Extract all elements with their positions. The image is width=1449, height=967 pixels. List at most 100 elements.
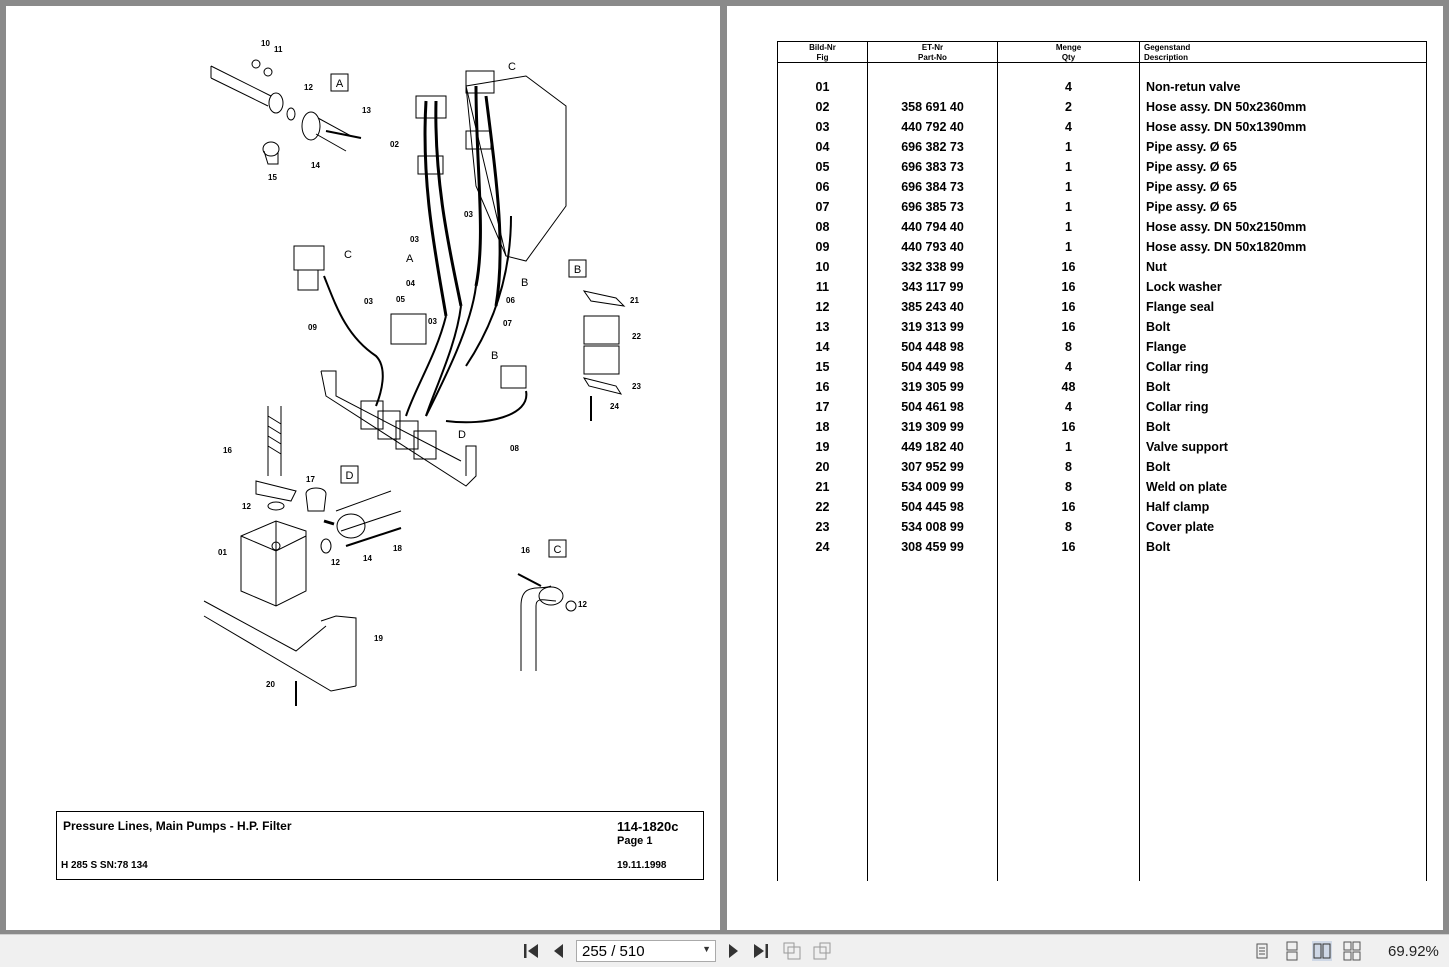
fig-cell: 17 — [815, 400, 830, 414]
description-cell: Half clamp — [1146, 500, 1210, 514]
fig-cell: 12 — [815, 300, 830, 314]
label-02: 02 — [390, 140, 399, 149]
callout-c-ref: C — [344, 249, 352, 261]
description-cell: Valve support — [1146, 440, 1228, 454]
drawing-page-label: Page 1 — [617, 835, 653, 847]
fig-cell: 24 — [815, 540, 830, 554]
qty-cell: 16 — [1061, 540, 1076, 554]
label-03: 03 — [428, 317, 437, 326]
description-cell: Hose assy. DN 50x2360mm — [1146, 100, 1307, 114]
part-no-cell: 696 382 73 — [901, 140, 964, 154]
fig-cell: 15 — [815, 360, 830, 374]
part-no-cell: 696 385 73 — [901, 200, 964, 214]
fig-cell: 18 — [815, 420, 830, 434]
part-no-cell: 343 117 99 — [901, 280, 964, 294]
qty-cell: 1 — [1065, 180, 1072, 194]
part-no-cell: 307 952 99 — [901, 460, 964, 474]
fig-cell: 14 — [815, 340, 830, 354]
table-row: 17 504 461 98 4 Collar ring — [778, 400, 1426, 420]
label-12: 12 — [304, 83, 313, 92]
description-cell: Cover plate — [1146, 520, 1215, 534]
label-16: 16 — [223, 446, 232, 455]
description-cell: Lock washer — [1146, 280, 1222, 294]
callout-b: B — [574, 264, 581, 276]
fig-cell: 13 — [815, 320, 830, 334]
single-page-view-icon[interactable] — [1252, 941, 1272, 961]
part-no-cell: 504 461 98 — [901, 400, 964, 414]
rotate-forward-icon[interactable] — [812, 942, 832, 960]
zoom-level[interactable]: 69.92% — [1388, 943, 1439, 960]
drawing-title-block: Pressure Lines, Main Pumps - H.P. Filter… — [56, 811, 704, 880]
description-cell: Non-retun valve — [1146, 80, 1241, 94]
label-03: 03 — [364, 297, 373, 306]
description-cell: Collar ring — [1146, 400, 1209, 414]
description-cell: Bolt — [1146, 460, 1171, 474]
callout-b-ref: B — [491, 350, 498, 362]
label-24: 24 — [610, 402, 619, 411]
machine-model: H 285 S SN:78 134 — [61, 860, 148, 871]
callout-b-ref: B — [521, 277, 528, 289]
fig-cell: 08 — [815, 220, 830, 234]
fig-cell: 07 — [815, 200, 830, 214]
qty-cell: 2 — [1065, 100, 1072, 114]
callout-d: D — [346, 470, 354, 482]
continuous-view-icon[interactable] — [1282, 941, 1302, 961]
two-page-view-icon[interactable] — [1312, 941, 1332, 961]
label-23: 23 — [632, 382, 641, 391]
label-21: 21 — [630, 296, 639, 305]
fig-cell: 11 — [815, 280, 830, 294]
part-no-cell: 319 313 99 — [901, 320, 964, 334]
prev-page-icon[interactable] — [550, 942, 568, 960]
part-no-cell: 358 691 40 — [901, 100, 964, 114]
table-row: 02 358 691 40 2 Hose assy. DN 50x2360mm — [778, 100, 1426, 120]
description-cell: Nut — [1146, 260, 1167, 274]
description-cell: Flange — [1146, 340, 1187, 354]
drawing-date: 19.11.1998 — [617, 860, 667, 871]
part-no-cell: 696 383 73 — [901, 160, 964, 174]
next-page-icon[interactable] — [724, 942, 742, 960]
label-16: 16 — [521, 546, 530, 555]
qty-cell: 8 — [1065, 480, 1072, 494]
two-page-continuous-view-icon[interactable] — [1342, 941, 1362, 961]
drawing-page: A B D C C C A B B D 01 02 03 03 03 03 04… — [6, 6, 720, 930]
label-12: 12 — [331, 558, 340, 567]
part-no-cell: 504 449 98 — [901, 360, 964, 374]
chevron-down-icon[interactable]: ▼ — [702, 944, 711, 954]
part-no-cell: 449 182 40 — [901, 440, 964, 454]
qty-cell: 4 — [1065, 80, 1072, 94]
qty-cell: 16 — [1061, 420, 1076, 434]
label-08: 08 — [510, 444, 519, 453]
first-page-icon[interactable] — [522, 942, 540, 960]
fig-cell: 20 — [815, 460, 830, 474]
fig-cell: 02 — [815, 100, 830, 114]
qty-cell: 8 — [1065, 460, 1072, 474]
page-number-input[interactable]: 255 / 510 ▼ — [576, 940, 716, 962]
label-19: 19 — [374, 634, 383, 643]
exploded-parts-diagram: A B D C C C A B B D 01 02 03 03 03 03 04… — [203, 39, 641, 706]
table-row: 01 4 Non-retun valve — [778, 80, 1426, 100]
rotate-back-icon[interactable] — [782, 942, 802, 960]
last-page-icon[interactable] — [752, 942, 770, 960]
qty-cell: 1 — [1065, 440, 1072, 454]
label-13: 13 — [362, 106, 371, 115]
qty-cell: 4 — [1065, 120, 1072, 134]
label-14: 14 — [363, 554, 372, 563]
fig-cell: 01 — [815, 80, 830, 94]
label-22: 22 — [632, 332, 641, 341]
callout-a-ref: A — [406, 253, 414, 265]
qty-cell: 4 — [1065, 400, 1072, 414]
page-indicator: 255 / 510 — [582, 942, 645, 960]
